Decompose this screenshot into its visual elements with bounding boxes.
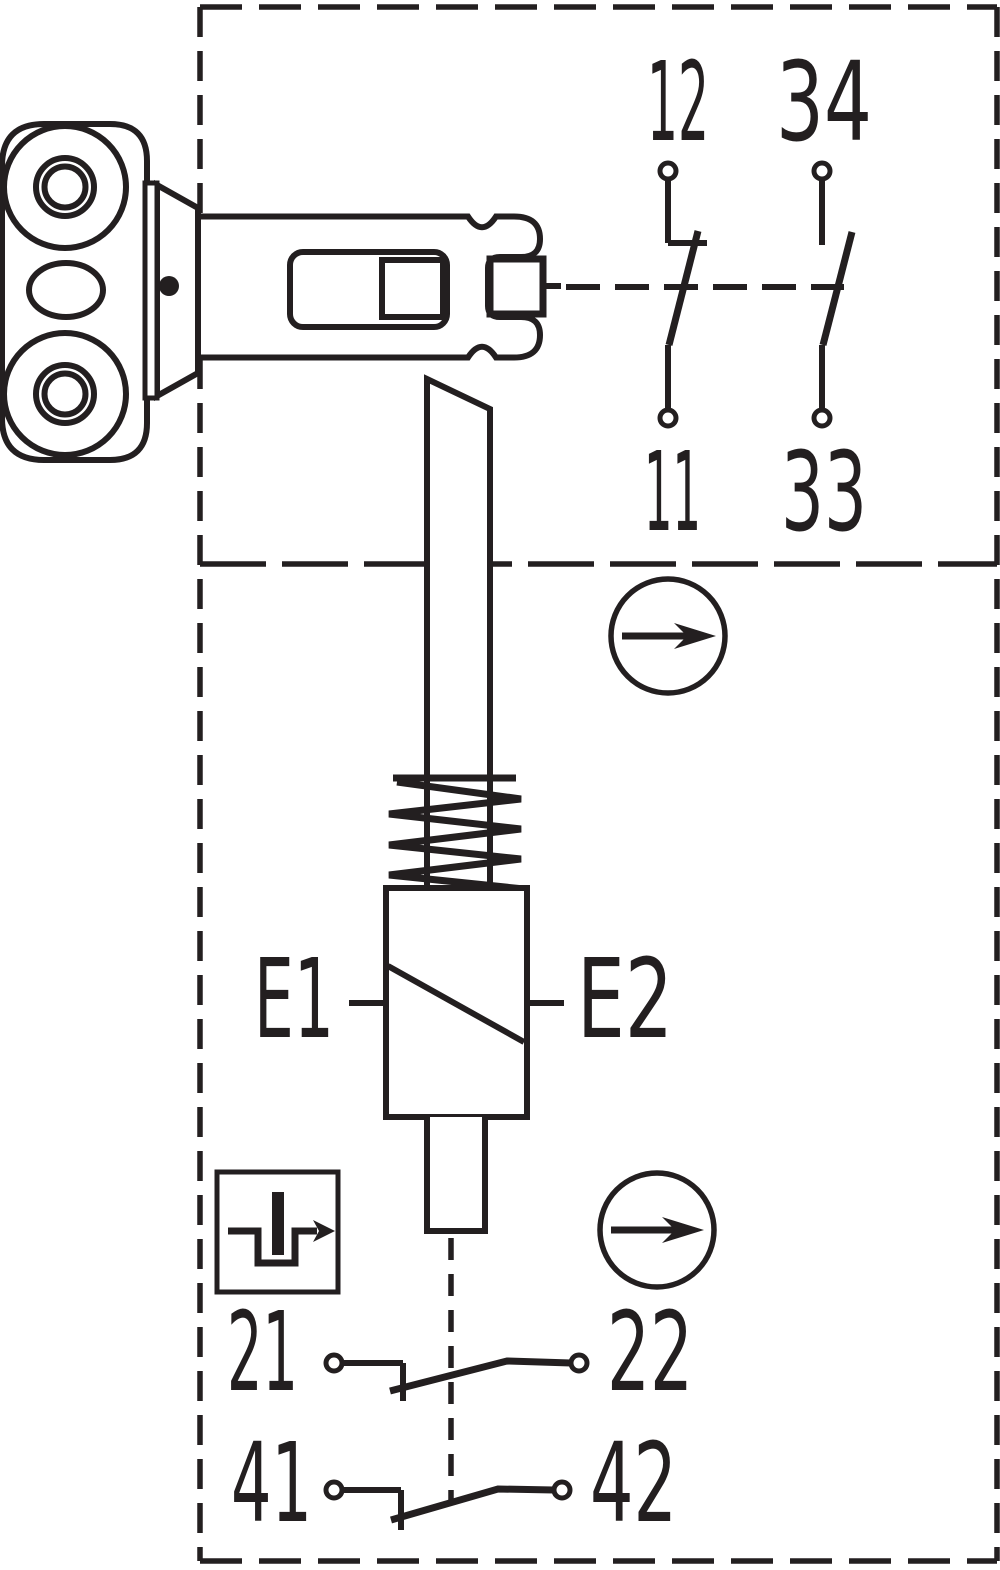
contact-41-42-blade <box>390 1485 555 1524</box>
actuator-key-icon <box>0 121 547 463</box>
terminal-label-11: 11 <box>644 428 701 556</box>
contact-nc-41-42: 41 42 <box>231 1419 677 1547</box>
actuator-roller-bottom-inner <box>41 370 89 418</box>
terminal-42-circle <box>551 1479 573 1501</box>
actuator-roller-bottom-outer <box>1 330 129 458</box>
actuator-flange <box>142 180 160 401</box>
head-actuation-line <box>544 283 844 290</box>
terminal-41-circle <box>323 1479 345 1501</box>
actuator-roller-bottom-mid <box>33 362 97 426</box>
direction-arrow-head-top <box>674 623 716 649</box>
actuator-roller-top-mid <box>33 155 97 219</box>
terminal-11-circle <box>657 407 679 429</box>
actuator-roller-top-inner <box>41 163 89 211</box>
terminal-12-circle <box>657 160 679 182</box>
terminal-label-33: 33 <box>781 428 867 556</box>
pulse-waveform <box>228 1227 317 1267</box>
terminal-label-e2: E2 <box>577 935 673 1063</box>
direction-arrow-head-bottom <box>662 1217 704 1243</box>
pulse-arrow-head <box>313 1220 335 1242</box>
solenoid-diagonal <box>386 963 526 1045</box>
enclosure-border <box>197 4 1000 1564</box>
actuator-roller-top-outer <box>1 123 129 251</box>
contact-nc-21-22: 21 22 <box>227 1288 693 1416</box>
actuator-slot-insert <box>379 257 446 320</box>
terminal-label-e1: E1 <box>254 935 334 1063</box>
contact-12-11-blade <box>665 230 702 346</box>
direction-arrow-circle-top-icon <box>608 576 728 696</box>
contact-34-33-blade <box>819 231 856 346</box>
terminal-21-circle <box>323 1352 345 1374</box>
terminal-label-12: 12 <box>647 38 709 166</box>
actuator-head-outline <box>0 121 150 463</box>
terminal-34-circle <box>811 160 833 182</box>
direction-arrow-circle-bottom-icon <box>597 1170 717 1290</box>
terminal-label-22: 22 <box>607 1288 693 1416</box>
pulse-bar <box>272 1192 284 1255</box>
spring-icon <box>388 774 525 893</box>
actuator-bolt <box>486 255 547 318</box>
actuator-slot <box>287 249 450 330</box>
plunger-rod <box>424 374 493 892</box>
terminal-label-42: 42 <box>590 1419 677 1547</box>
actuator-pivot-dot <box>159 276 179 296</box>
contact-no-34-33: 34 33 <box>776 38 872 556</box>
terminal-label-34: 34 <box>776 38 872 166</box>
contact-21-22-blade <box>389 1357 572 1395</box>
terminal-label-41: 41 <box>231 1419 312 1547</box>
contact-nc-12-11: 12 11 <box>644 38 709 556</box>
solenoid-box <box>383 885 530 1120</box>
terminal-33-circle <box>811 407 833 429</box>
terminal-22-circle <box>568 1352 590 1374</box>
terminal-label-21: 21 <box>227 1288 298 1416</box>
lock-mechanism: E1 E2 <box>254 374 673 1502</box>
actuator-center-hole <box>26 260 106 320</box>
solenoid-lower-rod <box>424 1117 488 1234</box>
pulse-signal-icon <box>214 1169 341 1295</box>
